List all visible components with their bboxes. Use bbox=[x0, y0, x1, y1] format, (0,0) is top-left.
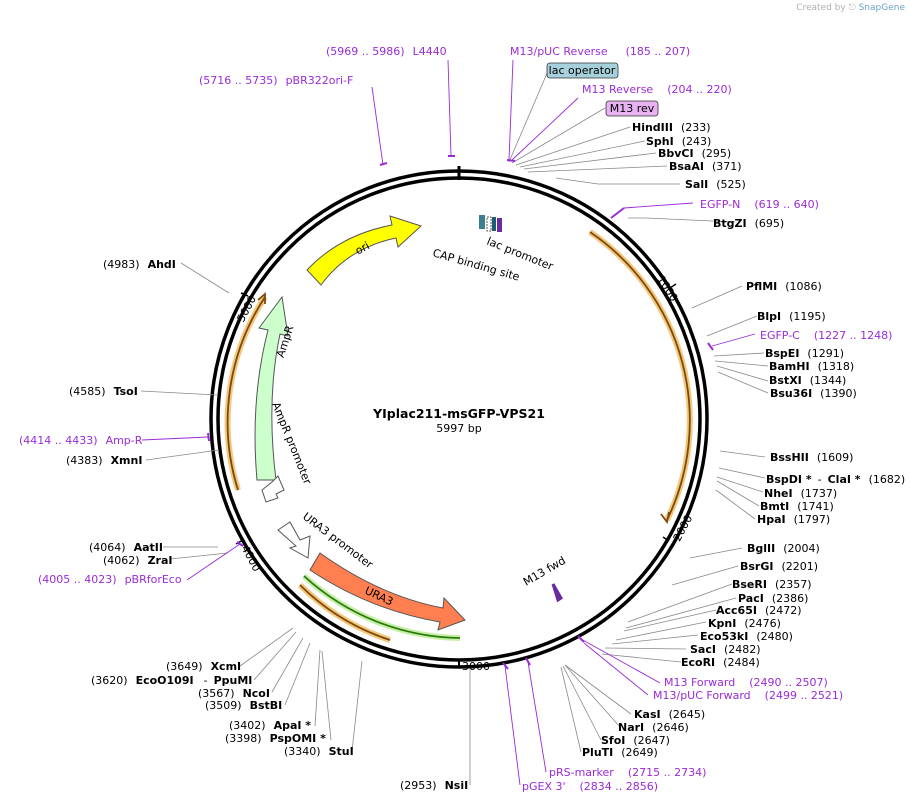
plasmid-name: YIplac211-msGFP-VPS21 bbox=[372, 406, 545, 421]
site-label: BspDI *-ClaI *(1682) bbox=[766, 473, 905, 486]
site-label: BbvCI(295) bbox=[658, 147, 731, 160]
site-label: BtgZI(695) bbox=[713, 217, 784, 230]
site-label: BsaAI(371) bbox=[669, 160, 742, 173]
site-label: NheI(1737) bbox=[764, 487, 837, 500]
site-label: HpaI(1797) bbox=[757, 513, 830, 526]
site-label: (4983)AhdI bbox=[103, 258, 176, 271]
feature-label-ura3-promoter: URA3 promoter bbox=[300, 510, 376, 571]
site-label: SalI(525) bbox=[685, 178, 746, 191]
svg-text:lac operator: lac operator bbox=[549, 64, 616, 77]
feature-ura3: URA3 bbox=[309, 552, 466, 631]
site-label: HindIII(233) bbox=[632, 121, 711, 134]
plasmid-length: 5997 bp bbox=[436, 422, 481, 435]
site-label: KpnI(2476) bbox=[708, 617, 781, 630]
site-label: EcoRI(2484) bbox=[681, 656, 760, 669]
snapgene-watermark: Created by ⎋ SnapGene bbox=[796, 3, 905, 13]
feature-arcs bbox=[224, 229, 693, 643]
primer-label: pRS-marker(2715 .. 2734) bbox=[549, 766, 706, 779]
svg-text:M13 rev: M13 rev bbox=[610, 102, 655, 115]
site-label: (3620)EcoO109I-PpuMI bbox=[91, 674, 252, 687]
site-label: (3567)NcoI bbox=[198, 687, 270, 700]
primer-label: (4414 .. 4433)Amp-R bbox=[19, 434, 143, 447]
primer-lines bbox=[141, 59, 756, 786]
primer-labels: (5969 .. 5986)L4440 M13/pUC Reverse(185 … bbox=[19, 45, 892, 793]
site-label: SphI(243) bbox=[646, 135, 711, 148]
ruler-tick-label: 3000 bbox=[462, 660, 490, 673]
primer-label: EGFP-C(1227 .. 1248) bbox=[760, 329, 892, 342]
primer-label: (4005 .. 4023)pBRforEco bbox=[38, 573, 182, 586]
site-label: Bsu36I(1390) bbox=[770, 387, 857, 400]
boxed-label-lac-operator: lac operator bbox=[546, 62, 619, 79]
boxed-label-m13-rev: M13 rev bbox=[605, 100, 659, 117]
site-label: Eco53kI(2480) bbox=[700, 630, 793, 643]
site-label: (4064)AatII bbox=[89, 541, 163, 554]
site-label: SacI(2482) bbox=[690, 643, 761, 656]
leader-lines bbox=[140, 70, 769, 785]
site-label: BmtI(1741) bbox=[760, 500, 834, 513]
site-label: (4383)XmnI bbox=[66, 454, 142, 467]
primer-label: M13 Forward(2490 .. 2507) bbox=[664, 676, 828, 689]
site-label: NarI(2646) bbox=[618, 721, 689, 734]
restriction-sites-right: HindIII(233) SphI(243) BbvCI(295) BsaAI(… bbox=[582, 121, 905, 759]
site-label: BstXI(1344) bbox=[769, 374, 846, 387]
primer-label: M13/pUC Forward(2499 .. 2521) bbox=[653, 689, 843, 702]
site-label: BamHI(1318) bbox=[769, 360, 854, 373]
site-label: PluTI(2649) bbox=[582, 746, 658, 759]
primer-label: M13 Reverse(204 .. 220) bbox=[582, 83, 732, 96]
site-label: PacI(2386) bbox=[738, 592, 808, 605]
site-label: (3509)BstBI bbox=[205, 699, 282, 712]
site-label: KasI(2645) bbox=[634, 708, 705, 721]
site-label: (4585)TsoI bbox=[69, 385, 138, 398]
site-label: (3649)XcmI bbox=[166, 660, 241, 673]
feature-label-ori: ori bbox=[353, 239, 372, 257]
site-label: BssHII(1609) bbox=[770, 451, 853, 464]
site-label: (3340)StuI bbox=[284, 745, 354, 758]
primer-label: M13/pUC Reverse(185 .. 207) bbox=[510, 45, 690, 58]
site-label: BspEI(1291) bbox=[765, 347, 844, 360]
primer-label: EGFP-N(619 .. 640) bbox=[700, 198, 819, 211]
site-label: PflMI(1086) bbox=[746, 280, 822, 293]
site-label: Acc65I(2472) bbox=[716, 604, 802, 617]
feature-ori: ori bbox=[306, 215, 422, 286]
site-label: BlpI(1195) bbox=[757, 310, 826, 323]
feature-m13-fwd: M13 fwd bbox=[521, 554, 568, 603]
ruler-tick-label: 4000 bbox=[239, 543, 264, 574]
primer-label: (5716 .. 5735)pBR322ori-F bbox=[199, 74, 353, 87]
site-label: BsrGI(2201) bbox=[740, 560, 818, 573]
site-label: BseRI(2357) bbox=[732, 578, 812, 591]
feature-label-m13-fwd: M13 fwd bbox=[521, 554, 568, 589]
restriction-sites-left: (4983)AhdI (4585)TsoI (4383)XmnI (4064)A… bbox=[66, 258, 468, 792]
site-label: (3402)ApaI * bbox=[229, 719, 311, 732]
site-label: (3398)PspOMI * bbox=[225, 732, 326, 745]
primer-label: (5969 .. 5986)L4440 bbox=[326, 45, 447, 58]
primer-label: pGEX 3'(2834 .. 2856) bbox=[522, 780, 658, 793]
lac-region-marks: lac promoter CAP binding site bbox=[431, 215, 555, 284]
site-label: BglII(2004) bbox=[747, 542, 820, 555]
feature-label-ampr-promoter: AmpR promoter bbox=[269, 400, 314, 486]
site-label: (2953)NsiI bbox=[400, 779, 468, 792]
site-label: (4062)ZraI bbox=[103, 554, 173, 567]
snapgene-logo-icon: ⎋ bbox=[848, 3, 856, 13]
site-label: SfoI(2647) bbox=[601, 734, 670, 747]
